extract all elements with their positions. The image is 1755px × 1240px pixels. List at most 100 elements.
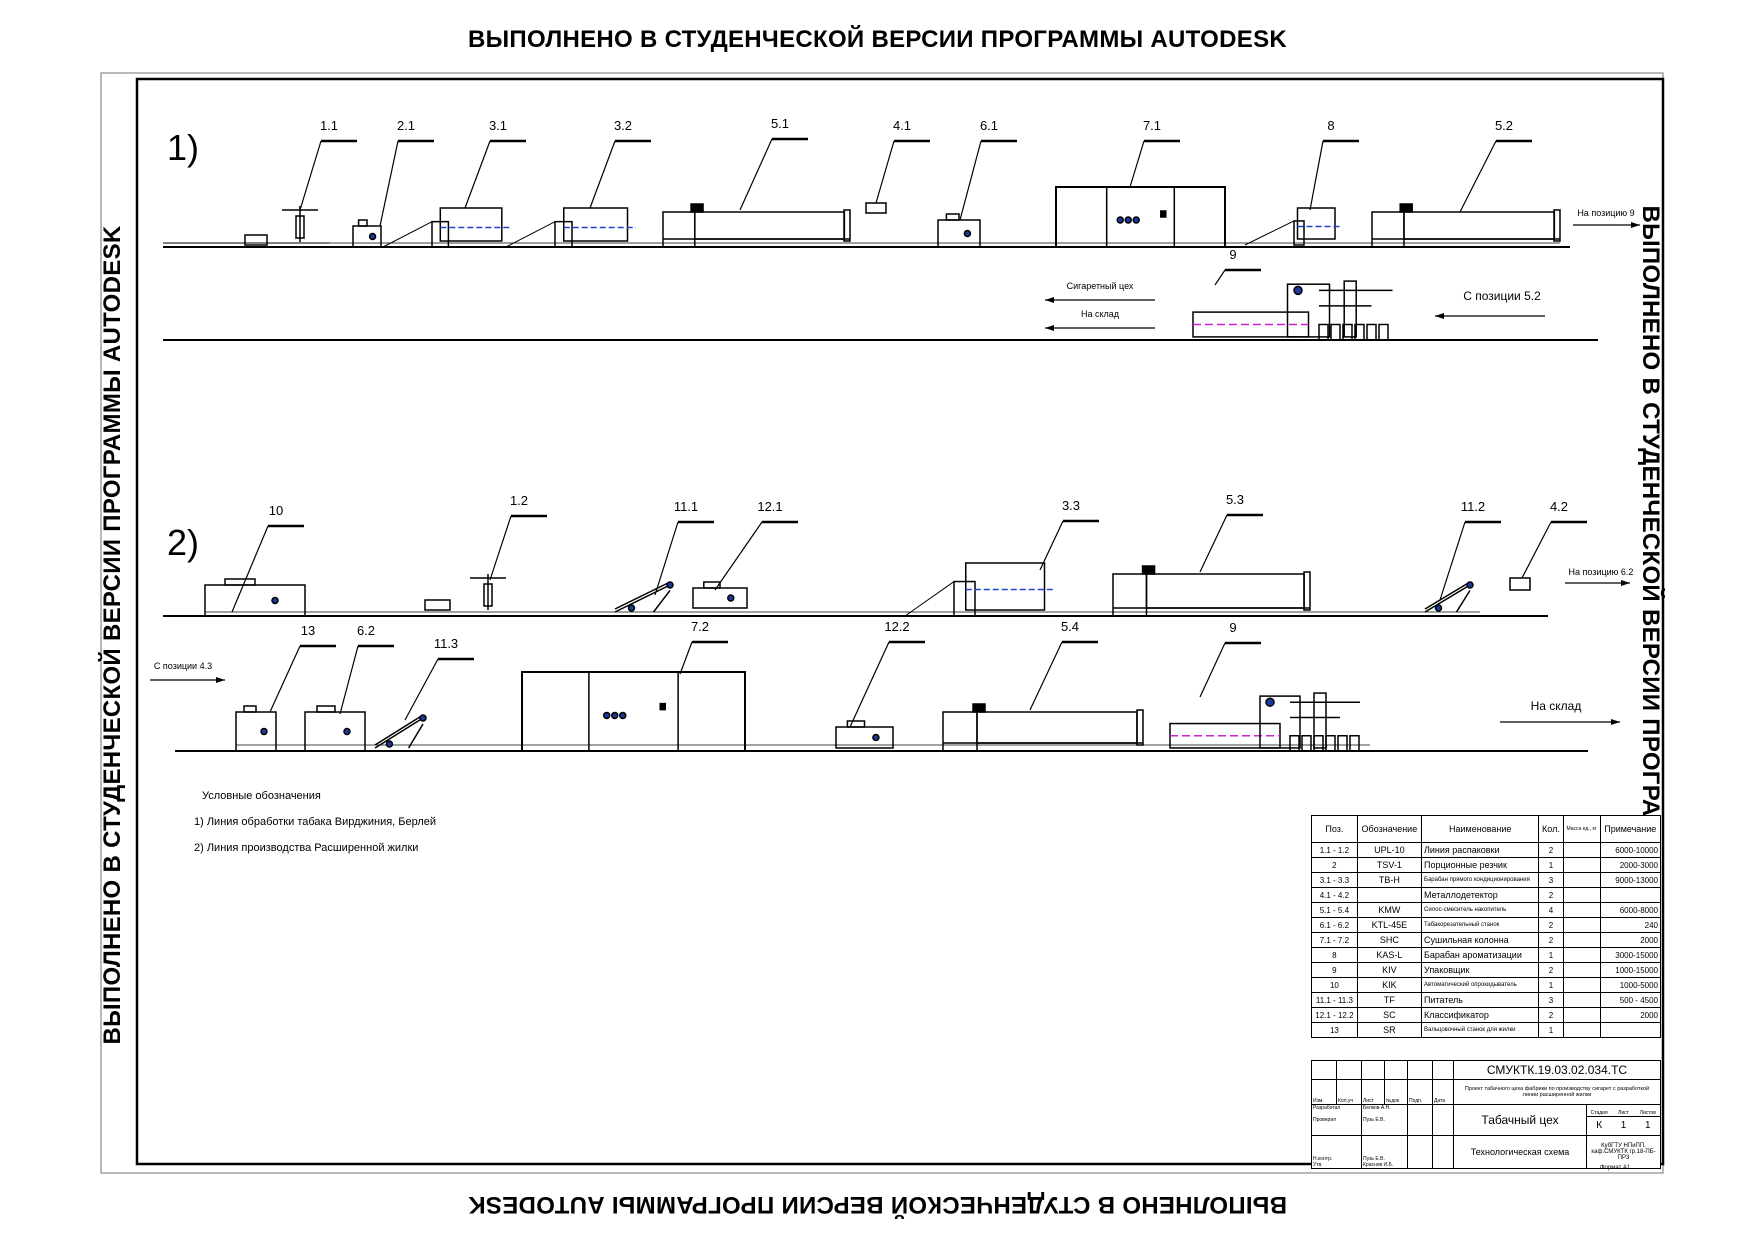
feeder-11-2 — [1424, 581, 1474, 613]
drum-3-1 — [382, 207, 510, 248]
cutter-6-2 — [304, 705, 366, 752]
leader-line — [1521, 521, 1552, 579]
spec-cell: 1000-5000 — [1599, 977, 1662, 993]
spec-cell: SR — [1356, 1022, 1423, 1038]
flow-label: Сигаретный цех — [1067, 281, 1134, 291]
person: Пузь Е.В. — [1363, 1117, 1385, 1123]
feeder-11-1 — [614, 581, 674, 613]
spec-cell: 500 - 4500 — [1599, 992, 1662, 1008]
spec-header: Обозначение — [1356, 815, 1423, 843]
spec-cell — [1562, 977, 1601, 993]
position-label: 9 — [1229, 620, 1236, 635]
spec-cell — [1599, 887, 1662, 903]
box — [244, 234, 268, 246]
project-title: Проект табачного цеха фабрики по произво… — [1453, 1079, 1661, 1105]
position-label: 5.1 — [771, 116, 789, 131]
dryer-7-2 — [521, 671, 746, 752]
position-label: 12.1 — [757, 499, 782, 514]
arrowhead-icon — [216, 677, 225, 683]
position-label: 11.3 — [434, 636, 458, 651]
position-label: 5.2 — [1495, 118, 1513, 133]
leader-line — [1039, 520, 1064, 571]
spec-cell — [1562, 842, 1601, 858]
spec-cell: 5.1 - 5.4 — [1311, 902, 1358, 918]
arrowhead-icon — [1621, 580, 1630, 586]
feeder-1-2 — [470, 574, 506, 610]
position-label: 3.1 — [489, 118, 507, 133]
spec-cell: 1 — [1538, 947, 1564, 963]
flow-label: На позицию 6.2 — [1569, 567, 1634, 577]
spec-cell: SHC — [1356, 932, 1423, 948]
col-label: Подп. — [1407, 1079, 1433, 1105]
spec-cell: TB-H — [1356, 872, 1423, 888]
silo-5-3 — [1112, 565, 1311, 617]
position-label: 3.3 — [1062, 498, 1080, 513]
spec-cell: Классификатор — [1420, 1007, 1540, 1023]
legend-title: Условные обозначения — [202, 790, 321, 802]
spec-cell: 2000 — [1599, 1007, 1662, 1023]
dryer-7-1 — [1055, 186, 1226, 248]
leader-line — [1459, 140, 1497, 213]
packer-9 — [1169, 692, 1360, 752]
roller-13 — [235, 705, 277, 752]
spec-header: Поз. — [1311, 815, 1358, 843]
drum-3-2 — [505, 207, 636, 248]
spec-cell — [1562, 902, 1601, 918]
spec-cell: 2 — [1311, 857, 1358, 873]
leader-line — [404, 658, 439, 721]
position-label: 11.1 — [674, 499, 698, 514]
spec-cell: 1 — [1538, 977, 1564, 993]
watermark-top: ВЫПОЛНЕНО В СТУДЕНЧЕСКОЙ ВЕРСИИ ПРОГРАММ… — [467, 26, 1288, 53]
position-label: 6.1 — [980, 118, 998, 133]
spec-cell — [1562, 917, 1601, 933]
spec-cell: Табакорезательный станок — [1420, 917, 1540, 933]
position-label: 3.2 — [614, 118, 632, 133]
sheets-label: Листов — [1639, 1109, 1656, 1116]
flavoring-drum-8 — [1244, 207, 1340, 246]
leader-line — [1439, 521, 1466, 601]
spec-cell: Барабан прямого кондиционирования — [1420, 872, 1540, 888]
spec-cell — [1562, 932, 1601, 948]
spec-cell: 2000 — [1599, 932, 1662, 948]
spec-cell: 2 — [1538, 1007, 1564, 1023]
packer-9 — [1192, 280, 1393, 341]
spec-cell: 3 — [1538, 872, 1564, 888]
position-label: 1.1 — [320, 118, 338, 133]
spec-cell: TF — [1356, 992, 1423, 1008]
position-label: 4.1 — [893, 118, 911, 133]
silo-5-1 — [662, 203, 851, 248]
position-label: 5.4 — [1061, 619, 1079, 634]
spec-cell: Линия распаковки — [1420, 842, 1540, 858]
spec-cell: KMW — [1356, 902, 1423, 918]
spec-cell: 3 — [1538, 992, 1564, 1008]
box — [424, 599, 451, 611]
spec-cell: 3.1 - 3.3 — [1311, 872, 1358, 888]
spec-header: Примечание — [1599, 815, 1662, 843]
spec-cell: 6.1 - 6.2 — [1311, 917, 1358, 933]
role: Утв. — [1313, 1162, 1323, 1168]
spec-cell: 2 — [1538, 932, 1564, 948]
line-2-number: 2) — [167, 522, 199, 563]
spec-cell: Вальцовочный станок для жилки — [1420, 1022, 1540, 1038]
col-label: Изм. — [1311, 1079, 1337, 1105]
spec-cell: 6000-8000 — [1599, 902, 1662, 918]
spec-cell: 2 — [1538, 962, 1564, 978]
leader-line — [1199, 514, 1228, 573]
spec-cell — [1562, 887, 1601, 903]
drawing-code: СМУКТК.19.03.02.034.ТС — [1453, 1060, 1661, 1080]
spec-cell: 1 — [1538, 857, 1564, 873]
spec-cell: 1000-15000 — [1599, 962, 1662, 978]
spec-cell — [1562, 992, 1601, 1008]
person: Пузь Е.В. — [1363, 1156, 1385, 1162]
arrowhead-icon — [1435, 313, 1444, 319]
position-label: 4.2 — [1550, 499, 1568, 514]
spec-cell: Питатель — [1420, 992, 1540, 1008]
